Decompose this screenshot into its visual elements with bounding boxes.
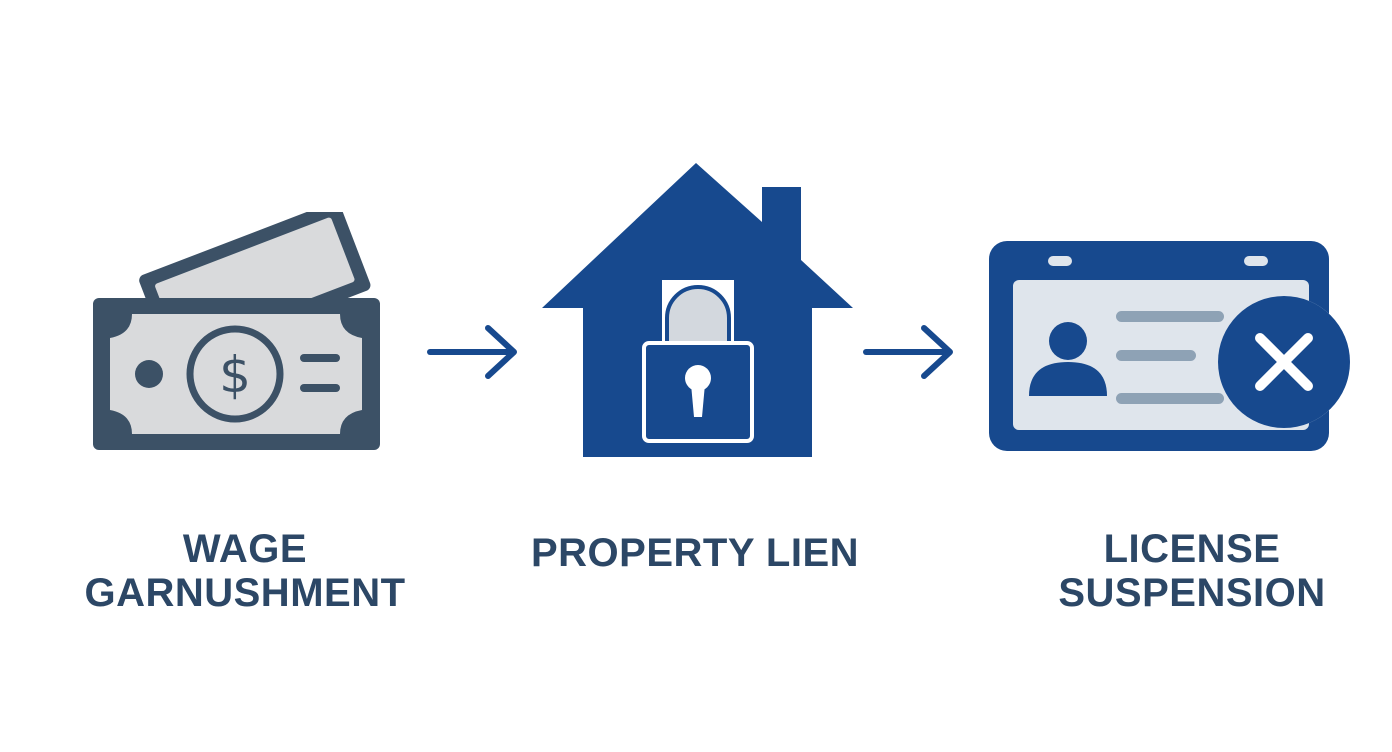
house-lock-icon bbox=[542, 163, 853, 457]
money-bills-icon: $ bbox=[93, 212, 380, 450]
arrow-right-icon bbox=[427, 325, 517, 379]
label-line: PROPERTY LIEN bbox=[530, 531, 860, 575]
label-line: SUSPENSION bbox=[1058, 571, 1326, 615]
dollar-sign: $ bbox=[219, 346, 251, 404]
label-line: GARNUSHMENT bbox=[84, 571, 406, 615]
label-property-lien: PROPERTY LIEN bbox=[505, 531, 885, 575]
label-wage-garnishment: WAGE GARNUSHMENT bbox=[60, 527, 430, 615]
label-line: LICENSE bbox=[1103, 527, 1281, 571]
label-license-suspension: LICENSE SUSPENSION bbox=[982, 527, 1392, 615]
arrow-right-icon bbox=[863, 325, 953, 379]
label-line: WAGE bbox=[182, 527, 308, 571]
id-card-cancel-icon bbox=[989, 241, 1350, 451]
